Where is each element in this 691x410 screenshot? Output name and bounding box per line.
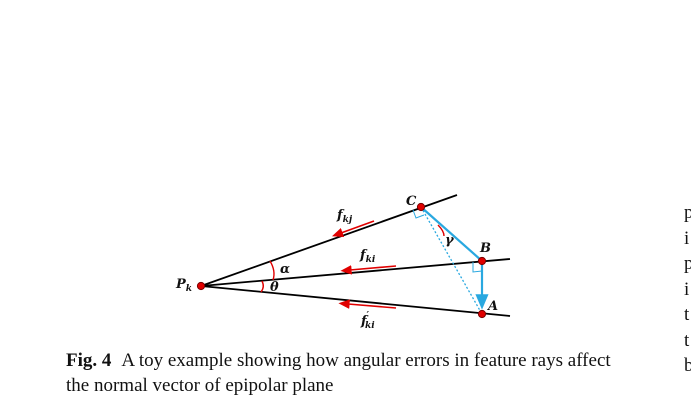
ray-fki-prime-line [200,285,511,317]
right-column-line: b [684,355,691,376]
label-b: B [479,241,491,256]
caption-text: A toy example showing how angular errors… [66,350,611,396]
right-column-line: t [684,304,690,325]
label-pk: Pk [175,277,192,294]
label-fkj: fkj [336,208,353,225]
label-c: C [406,194,417,209]
point-b [477,256,487,266]
label-a: A [486,299,498,314]
caption-label: Fig. 4 [66,350,112,371]
ray-fki-line [200,258,511,287]
alpha-arc [269,260,275,281]
fki-direction-arrow [340,265,397,275]
right-column-text: p i p i t t b [684,200,691,379]
label-fki-prime: f′ki [360,311,375,331]
figure-canvas: Pk C B A α θ γ fkj fki f′ki [175,194,511,331]
right-column-line: p [684,202,691,223]
fkj-direction-arrow [331,220,375,237]
right-column-line: i [684,278,690,300]
theta-arc [260,280,264,293]
label-alpha: α [280,262,290,277]
right-column-line: p [684,253,691,274]
gamma-arc [437,224,445,237]
ray-fkj-line [200,194,458,287]
dotted-ca-line [420,206,483,315]
label-gamma: γ [445,233,455,248]
epipolar-figure: Pk C B A α θ γ fkj fki f′ki [160,185,520,335]
right-angle-b-marker [472,262,483,273]
label-theta: θ [270,280,279,295]
right-column-line: i [684,227,690,249]
label-fki: fki [359,248,376,265]
fki-prime-direction-arrow [338,299,397,309]
point-a [477,309,487,319]
point-c [416,202,426,212]
point-pk [196,281,206,291]
cyan-cb-line [420,206,483,262]
right-angle-c-marker [412,209,425,219]
right-column-line: t [684,329,690,351]
